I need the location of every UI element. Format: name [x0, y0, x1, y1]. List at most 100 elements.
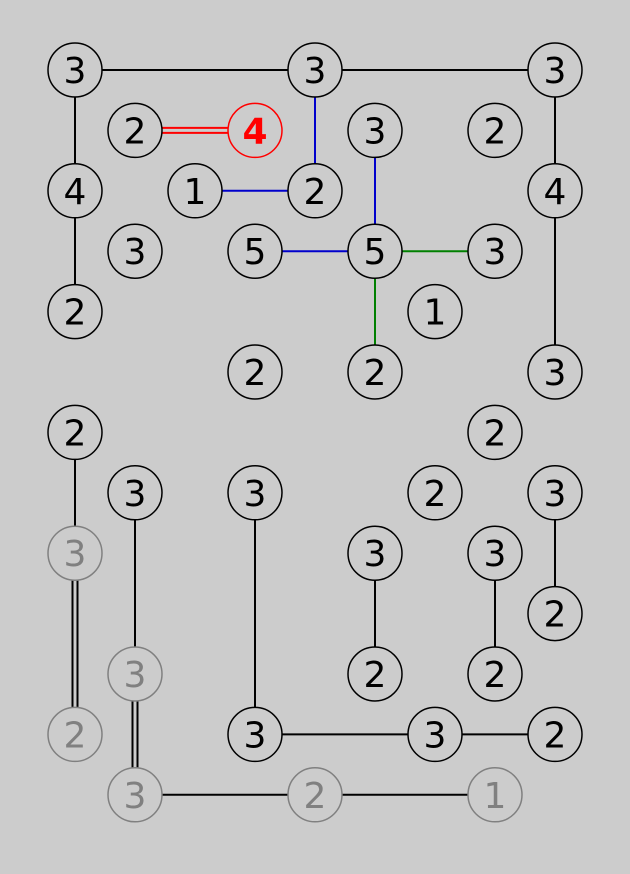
island-number: 2 [244, 353, 267, 394]
island[interactable]: 4 [47, 163, 103, 219]
island-circle [47, 42, 103, 98]
island[interactable]: 3 [527, 344, 583, 400]
island-number: 3 [304, 51, 327, 92]
island-circle [407, 283, 463, 340]
island-circle [407, 706, 463, 763]
island-circle [47, 283, 103, 340]
island[interactable]: 3 [347, 525, 403, 581]
island-number: 4 [64, 172, 87, 213]
island-number: 3 [484, 534, 507, 575]
island-circle [347, 223, 403, 279]
island-circle [47, 706, 103, 763]
island[interactable]: 3 [107, 223, 163, 279]
island[interactable]: 1 [407, 283, 463, 340]
island-number: 3 [64, 534, 87, 575]
island-circle [527, 465, 583, 521]
island[interactable]: 3 [107, 465, 163, 521]
island-number: 3 [364, 111, 387, 152]
island-circle [107, 465, 163, 521]
island[interactable]: 1 [167, 163, 223, 219]
island[interactable]: 3 [107, 767, 163, 823]
island-number: 2 [64, 413, 87, 454]
island-number: 2 [484, 413, 507, 454]
island[interactable]: 2 [287, 163, 343, 219]
island[interactable]: 2 [47, 706, 103, 763]
island[interactable]: 3 [527, 42, 583, 98]
island[interactable]: 3 [227, 465, 283, 521]
island-circle [47, 404, 103, 461]
island-number: 2 [64, 293, 87, 334]
island[interactable]: 2 [527, 585, 583, 642]
island[interactable]: 2 [347, 344, 403, 400]
island-number: 2 [544, 715, 567, 756]
island[interactable]: 3 [347, 102, 403, 159]
island[interactable]: 3 [467, 223, 523, 279]
island-number: 3 [124, 232, 147, 273]
island[interactable]: 2 [407, 465, 463, 521]
island-circle [287, 767, 343, 823]
island-circle [227, 465, 283, 521]
island[interactable]: 2 [287, 767, 343, 823]
island-circle [227, 102, 283, 159]
island-circle [467, 646, 523, 702]
island-circle [107, 102, 163, 159]
island-circle [467, 767, 523, 823]
island-number: 2 [484, 655, 507, 696]
island[interactable]: 2 [347, 646, 403, 702]
island-circle [467, 404, 523, 461]
island-number: 2 [484, 111, 507, 152]
island-circle [467, 102, 523, 159]
island-number: 3 [424, 715, 447, 756]
island[interactable]: 5 [227, 223, 283, 279]
island-number: 3 [244, 474, 267, 515]
island-number: 4 [544, 172, 567, 213]
island[interactable]: 3 [287, 42, 343, 98]
island[interactable]: 1 [467, 767, 523, 823]
island-number: 2 [304, 776, 327, 817]
island-circle [527, 344, 583, 400]
island-number: 4 [242, 111, 267, 152]
island-number: 2 [304, 172, 327, 213]
island[interactable]: 2 [467, 404, 523, 461]
island[interactable]: 3 [47, 525, 103, 581]
island[interactable]: 3 [467, 525, 523, 581]
island-circle [47, 525, 103, 581]
island[interactable]: 3 [107, 646, 163, 702]
island[interactable]: 3 [407, 706, 463, 763]
island[interactable]: 2 [467, 102, 523, 159]
island-number: 3 [544, 353, 567, 394]
island-circle [347, 525, 403, 581]
island-circle [227, 344, 283, 400]
island[interactable]: 2 [47, 283, 103, 340]
island[interactable]: 3 [227, 706, 283, 763]
island-circle [467, 223, 523, 279]
island-number: 2 [124, 111, 147, 152]
island-circle [347, 344, 403, 400]
island[interactable]: 2 [467, 646, 523, 702]
island[interactable]: 2 [527, 706, 583, 763]
island-number: 2 [424, 474, 447, 515]
island-number: 1 [424, 293, 447, 334]
island[interactable]: 2 [47, 404, 103, 461]
island-circle [227, 706, 283, 763]
island[interactable]: 4 [227, 102, 283, 159]
island-circle [527, 163, 583, 219]
island[interactable]: 5 [347, 223, 403, 279]
island-number: 2 [64, 715, 87, 756]
island[interactable]: 3 [527, 465, 583, 521]
island-number: 3 [484, 232, 507, 273]
island-circle [407, 465, 463, 521]
island-number: 2 [364, 353, 387, 394]
island-circle [107, 223, 163, 279]
island[interactable]: 4 [527, 163, 583, 219]
island[interactable]: 2 [107, 102, 163, 159]
island[interactable]: 3 [47, 42, 103, 98]
island-circle [527, 585, 583, 642]
island-circle [167, 163, 223, 219]
island-circle [107, 646, 163, 702]
island[interactable]: 2 [227, 344, 283, 400]
island-number: 1 [184, 172, 207, 213]
